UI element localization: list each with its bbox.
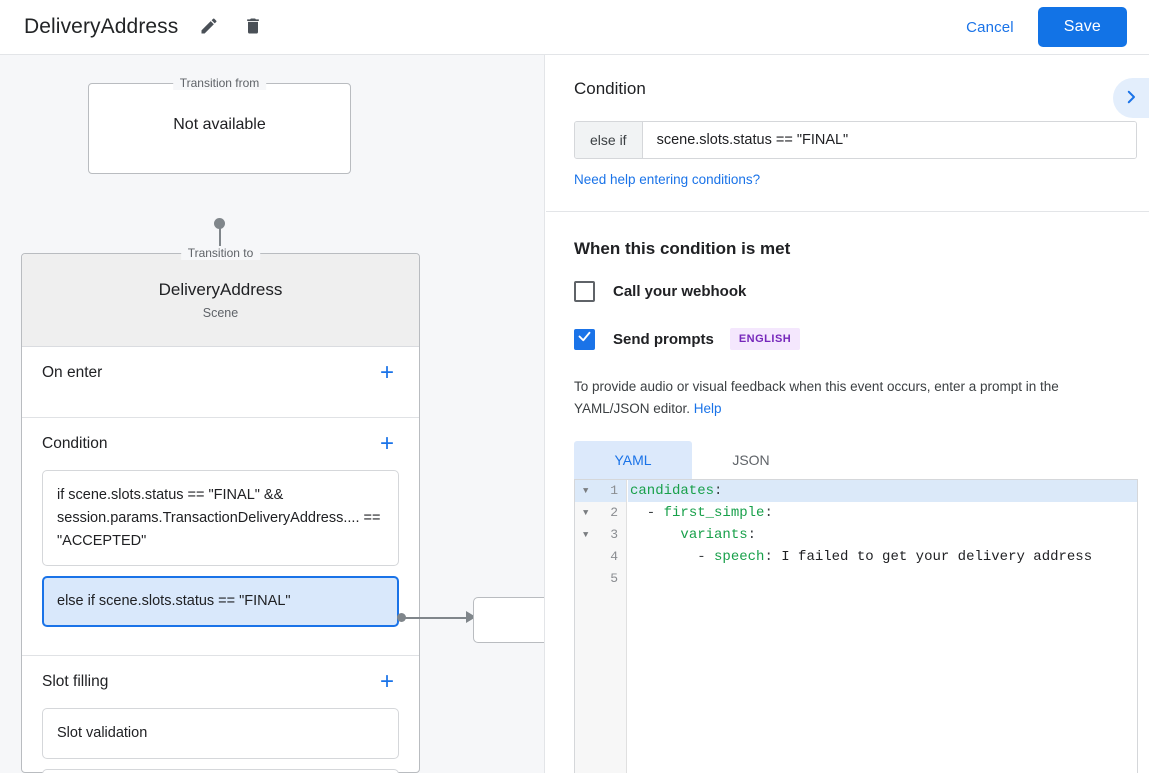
gutter-row: ▼ 2 [575, 502, 626, 524]
language-badge: ENGLISH [729, 328, 801, 350]
prompts-description: To provide audio or visual feedback when… [574, 376, 1121, 419]
connector-line-horizontal [405, 617, 468, 619]
condition-block: Condition else if Need help entering con… [546, 55, 1149, 212]
expand-panel-button[interactable] [1113, 78, 1149, 118]
details-panel: Condition else if Need help entering con… [546, 55, 1149, 773]
line-number: 4 [610, 549, 618, 565]
code-indent: - [630, 549, 715, 566]
when-condition-met-heading: When this condition is met [574, 239, 791, 258]
code-colon: : [764, 505, 773, 522]
condition-help-link[interactable]: Need help entering conditions? [574, 172, 761, 187]
gutter-row: 4 [575, 546, 626, 568]
fold-arrow-icon[interactable]: ▼ [583, 530, 589, 541]
send-prompts-label: Send prompts [613, 330, 714, 348]
editor-code-area[interactable]: candidates: - first_simple: variants: - … [628, 480, 1137, 773]
prompts-help-link[interactable]: Help [693, 400, 722, 416]
prompt-code-editor[interactable]: ▼ 1 ▼ 2 ▼ 3 4 5 [574, 479, 1138, 773]
gutter-row: ▼ 3 [575, 524, 626, 546]
transition-to-header: DeliveryAddress Scene [22, 254, 419, 347]
tab-json[interactable]: JSON [732, 452, 770, 469]
section-condition-header: Condition + [42, 418, 399, 470]
section-condition-title: Condition [42, 435, 108, 452]
transition-to-legend: Transition to [180, 246, 261, 260]
page-title: DeliveryAddress [24, 15, 179, 38]
add-on-enter-button[interactable]: + [379, 359, 394, 386]
flow-canvas[interactable]: Transition from Not available Transition… [0, 55, 545, 773]
save-button[interactable]: Save [1037, 7, 1127, 47]
condition-heading: Condition [574, 79, 646, 98]
connector-dot-top [214, 218, 225, 229]
line-number: 2 [610, 505, 618, 521]
cancel-button[interactable]: Cancel [952, 11, 1028, 44]
code-key: speech [714, 549, 765, 566]
webhook-row[interactable]: Call your webhook [574, 281, 1121, 302]
editor-gutter: ▼ 1 ▼ 2 ▼ 3 4 5 [575, 480, 627, 773]
section-slot-filling-title: Slot filling [42, 673, 109, 690]
gutter-row: ▼ 1 [575, 480, 626, 503]
transition-from-legend: Transition from [172, 76, 267, 90]
target-node-stub[interactable] [473, 597, 544, 643]
slot-filling-item[interactable]: Slot validation [42, 708, 399, 759]
condition-prefix-label: else if [575, 122, 643, 158]
call-webhook-label: Call your webhook [613, 283, 747, 300]
chevron-right-icon [1122, 88, 1140, 109]
section-on-enter: On enter + [22, 347, 419, 418]
send-prompts-row[interactable]: Send prompts ENGLISH [574, 328, 1121, 350]
code-key: variants [680, 527, 748, 544]
condition-expression-input[interactable] [642, 122, 1136, 158]
when-condition-met-block: When this condition is met Call your web… [546, 212, 1149, 773]
transition-to-subtitle: Scene [202, 306, 239, 320]
code-line: - first_simple: [628, 502, 1137, 524]
condition-item-selected[interactable]: else if scene.slots.status == "FINAL" [42, 576, 399, 627]
condition-item[interactable]: if scene.slots.status == "FINAL" && sess… [42, 470, 399, 567]
code-line: - speech: I failed to get your delivery … [628, 546, 1137, 568]
prompts-description-text: To provide audio or visual feedback when… [574, 379, 1059, 416]
section-slot-filling-header: Slot filling + [42, 656, 399, 708]
transition-to-title: DeliveryAddress [158, 280, 283, 299]
code-colon: : [764, 549, 773, 566]
transition-from-label: Not available [173, 116, 266, 133]
line-number: 3 [610, 527, 618, 543]
transition-from-node[interactable]: Transition from Not available [88, 76, 351, 174]
code-colon: : [747, 527, 757, 544]
add-slot-filling-button[interactable]: + [379, 668, 394, 695]
editor-format-tabs: YAML JSON [574, 441, 1121, 480]
edit-name-button[interactable] [194, 12, 224, 42]
code-line [628, 568, 1137, 590]
slot-filling-item[interactable]: TransactionDeliveryAddress [42, 768, 399, 773]
fold-arrow-icon[interactable]: ▼ [583, 508, 589, 519]
code-line: variants: [628, 524, 1137, 546]
code-value: I failed to get your delivery address [772, 549, 1093, 566]
delete-button[interactable] [238, 12, 268, 42]
send-prompts-checkbox[interactable] [574, 328, 595, 350]
section-condition: Condition + if scene.slots.status == "FI… [22, 418, 419, 656]
transition-to-node[interactable]: Transition to DeliveryAddress Scene On e… [21, 246, 420, 773]
section-on-enter-header: On enter + [42, 347, 399, 399]
connector-arrow-right [466, 611, 476, 623]
condition-input-row[interactable]: else if [574, 121, 1137, 159]
code-colon: : [714, 483, 723, 500]
code-key: first_simple [663, 505, 765, 522]
tab-yaml[interactable]: YAML [574, 441, 692, 480]
trash-icon [243, 16, 263, 39]
pencil-icon [199, 16, 219, 39]
fold-arrow-icon[interactable]: ▼ [583, 486, 589, 497]
connector-dot-right [397, 613, 406, 622]
gutter-row: 5 [575, 568, 626, 590]
section-on-enter-title: On enter [42, 364, 103, 381]
add-condition-button[interactable]: + [379, 430, 394, 457]
app-header: DeliveryAddress Cancel Save [0, 0, 1149, 55]
code-key: candidates [630, 483, 715, 500]
code-indent: - [630, 505, 664, 522]
section-slot-filling: Slot filling + Slot validation Transacti… [22, 656, 419, 773]
code-indent [630, 527, 680, 543]
call-webhook-checkbox[interactable] [574, 281, 595, 302]
line-number: 1 [610, 483, 618, 499]
check-icon [577, 329, 592, 349]
line-number: 5 [610, 571, 618, 587]
code-line: candidates: [628, 480, 1137, 503]
